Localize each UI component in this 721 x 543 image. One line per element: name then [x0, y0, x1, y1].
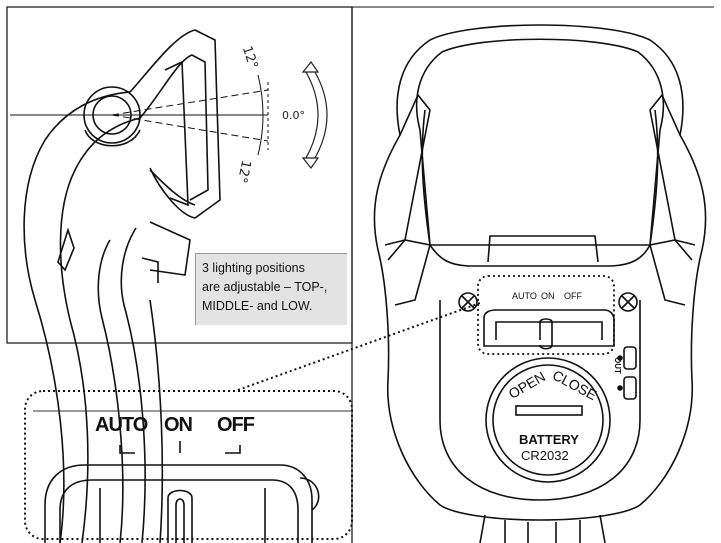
zoom-switch-slider	[44, 441, 320, 543]
battery-model-label: CR2032	[521, 448, 569, 463]
switch-highlight-frame	[477, 275, 615, 355]
caption-box: 3 lighting positions are adjustable – TO…	[195, 253, 347, 325]
tilt-arrow-icon	[301, 60, 328, 170]
caption-line-3: MIDDLE- and LOW.	[202, 299, 313, 313]
zoom-callout-frame	[24, 390, 353, 540]
zoom-switch-auto-label: AUTO	[95, 414, 148, 436]
out-label: OUT	[612, 357, 622, 374]
caption-line-2: are adjustable – TOP-,	[202, 280, 328, 294]
angle-mid-label: 0.0°	[282, 109, 305, 122]
front-switch-off-label: OFF	[564, 291, 582, 301]
side-view-lamp	[23, 29, 221, 543]
front-switch-auto-label: AUTO	[512, 291, 537, 301]
caption-line-1: 3 lighting positions	[202, 261, 305, 275]
zoom-switch-off-label: OFF	[217, 414, 255, 436]
zoom-switch-on-label: ON	[164, 414, 193, 436]
front-switch-on-label: ON	[541, 291, 555, 301]
battery-label: BATTERY	[519, 432, 579, 447]
front-view-lamp	[373, 24, 707, 543]
angle-indicator	[10, 74, 269, 156]
